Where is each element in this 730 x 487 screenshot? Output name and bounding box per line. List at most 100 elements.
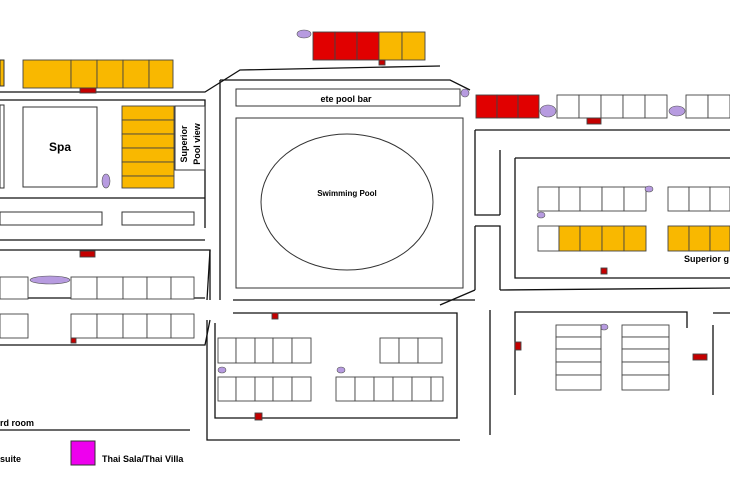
marker [378, 59, 386, 66]
room [122, 59, 150, 89]
lamp [296, 29, 312, 39]
room [392, 376, 413, 402]
room [621, 324, 670, 338]
walkway-strip [121, 211, 195, 226]
room [667, 225, 690, 252]
room [621, 374, 670, 391]
room [217, 337, 237, 364]
room [667, 186, 690, 212]
superior-garden-label: Superior g [684, 254, 729, 264]
room [417, 337, 443, 364]
lamp [668, 105, 686, 117]
room [688, 225, 711, 252]
room [644, 94, 668, 119]
walkway-strip [0, 211, 103, 226]
room [709, 186, 730, 212]
room [96, 276, 124, 300]
room [556, 94, 580, 119]
room [707, 94, 730, 119]
room [517, 94, 540, 119]
room [121, 133, 175, 149]
swimming-pool-label: Swimming Pool [317, 189, 377, 198]
room-block-top-right [475, 94, 730, 125]
legend-thai-sala: Thai Sala/Thai Villa [102, 454, 184, 464]
room [291, 337, 312, 364]
room-block-top-left [0, 59, 174, 94]
marker [600, 267, 608, 275]
room [398, 337, 419, 364]
room [122, 313, 148, 339]
room-block-top-center [296, 29, 426, 66]
superior-pool-view-block: Superior Pool view [121, 105, 206, 189]
marker [254, 412, 263, 421]
swimming-pool-area: Swimming Pool [235, 117, 464, 289]
marker [79, 250, 96, 258]
lamp [539, 104, 557, 118]
room [272, 376, 293, 402]
room [555, 374, 602, 391]
room [621, 361, 670, 376]
room [334, 31, 358, 61]
room [146, 276, 172, 300]
room [146, 313, 172, 339]
room [0, 313, 29, 339]
lamp [336, 366, 346, 374]
room-stack-right [621, 324, 670, 391]
spa-lamp [101, 173, 111, 189]
pool-bar: ete pool bar [235, 88, 470, 107]
room [22, 59, 72, 89]
legend-thai-sala-swatch [70, 440, 96, 466]
marker [271, 312, 279, 320]
room [272, 337, 293, 364]
room [96, 313, 124, 339]
room [555, 324, 602, 338]
room [685, 94, 709, 119]
room [401, 31, 426, 61]
lamp [460, 88, 470, 98]
room [601, 186, 625, 212]
room [622, 94, 646, 119]
room [217, 376, 237, 402]
lamp [536, 211, 546, 219]
room [475, 94, 498, 119]
left-walkway-strips [0, 211, 195, 258]
room [555, 336, 602, 350]
room [578, 94, 602, 119]
marker [586, 117, 602, 125]
room [378, 31, 403, 61]
room [621, 336, 670, 350]
room [122, 276, 148, 300]
spa-building: Spa [0, 104, 111, 189]
legend-standard-room: rd room [0, 418, 34, 428]
room [121, 147, 175, 163]
room [411, 376, 432, 402]
room [601, 225, 625, 252]
orange-room-row [22, 59, 174, 89]
room [555, 348, 602, 363]
spa-box [22, 106, 98, 188]
superior-garden-block: Superior g [514, 157, 730, 279]
pool-bar-box [235, 88, 461, 107]
lamp [29, 275, 71, 285]
room [291, 376, 312, 402]
room-stack-left [555, 324, 602, 391]
spa-side-wall [0, 104, 5, 189]
room-edge [0, 59, 5, 87]
room [537, 225, 560, 252]
room [354, 376, 375, 402]
spa-label: Spa [49, 140, 71, 154]
marker [514, 341, 522, 351]
orange-room-stack [121, 105, 175, 189]
lamp [644, 185, 654, 193]
room [537, 186, 560, 212]
room [70, 313, 98, 339]
room-block-bottom-right [514, 311, 730, 395]
room [235, 337, 256, 364]
room-block-bottom-center [214, 312, 458, 421]
room [96, 59, 124, 89]
room [70, 59, 98, 89]
room [356, 31, 380, 61]
room-block-mid-left [0, 275, 195, 344]
room [373, 376, 394, 402]
